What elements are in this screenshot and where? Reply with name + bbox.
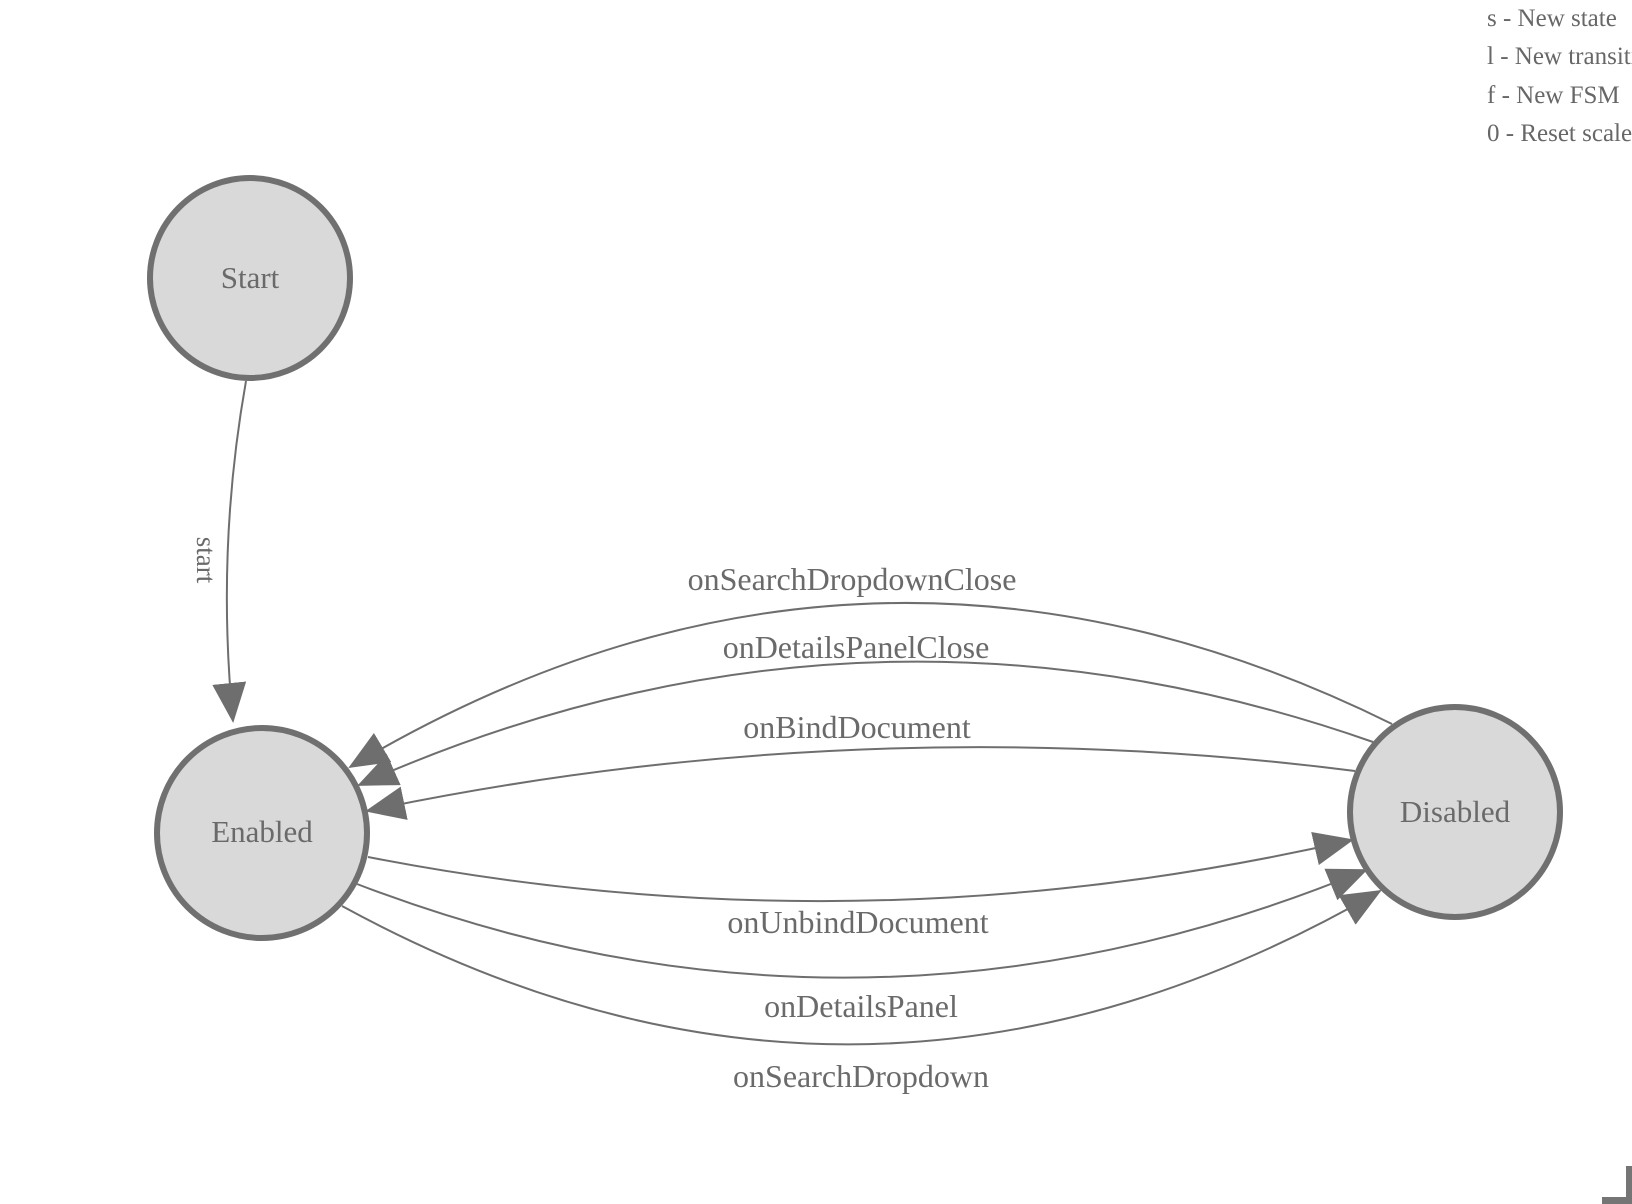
edge-label-onbinddocument: onBindDocument bbox=[743, 709, 971, 745]
state-circle-start[interactable] bbox=[147, 175, 353, 381]
edge-label-onsearchdropdown: onSearchDropdown bbox=[733, 1058, 989, 1094]
state-label-start: Start bbox=[221, 260, 280, 295]
edge-label-onunbinddocument: onUnbindDocument bbox=[727, 904, 988, 940]
state-node-enabled[interactable]: Enabled bbox=[154, 725, 370, 941]
legend-line-new-transition: l - New transition bbox=[1487, 43, 1632, 71]
edge-onunbinddocument[interactable] bbox=[367, 831, 1354, 903]
state-node-disabled[interactable]: Disabled bbox=[1347, 704, 1563, 920]
edge-onsearchdropdownclose[interactable] bbox=[348, 601, 1393, 769]
edge-label-onsearchdropdownclose: onSearchDropdownClose bbox=[688, 561, 1017, 597]
state-circle-disabled[interactable] bbox=[1347, 704, 1563, 920]
edge-onsearchdropdown[interactable] bbox=[341, 890, 1382, 1046]
edge-onbinddocument[interactable] bbox=[365, 746, 1356, 820]
canvas-corner-horizontal-bar bbox=[1602, 1197, 1632, 1204]
transition-edges bbox=[212, 380, 1393, 1046]
state-node-start[interactable]: Start bbox=[147, 175, 353, 381]
edge-label-start: start bbox=[191, 537, 221, 584]
state-label-enabled: Enabled bbox=[211, 814, 313, 849]
legend-line-new-fsm: f - New FSM bbox=[1487, 81, 1620, 109]
edge-ondetailspanelclose[interactable] bbox=[357, 660, 1374, 786]
edge-ondetailspanel[interactable] bbox=[356, 868, 1368, 979]
legend-line-new-state: s - New state bbox=[1487, 5, 1617, 32]
shortcut-legend: s - New state l - New transition f - New… bbox=[1487, 0, 1632, 154]
edge-start-to-enabled[interactable] bbox=[212, 380, 247, 723]
state-label-disabled: Disabled bbox=[1400, 794, 1511, 829]
legend-line-reset-scale: 0 - Reset scale bbox=[1487, 120, 1632, 148]
edge-label-ondetailspanel: onDetailsPanel bbox=[764, 988, 958, 1024]
state-circle-enabled[interactable] bbox=[154, 725, 370, 941]
canvas-corner-vertical-bar bbox=[1626, 1166, 1632, 1204]
edge-label-ondetailspanelclose: onDetailsPanelClose bbox=[723, 629, 990, 665]
